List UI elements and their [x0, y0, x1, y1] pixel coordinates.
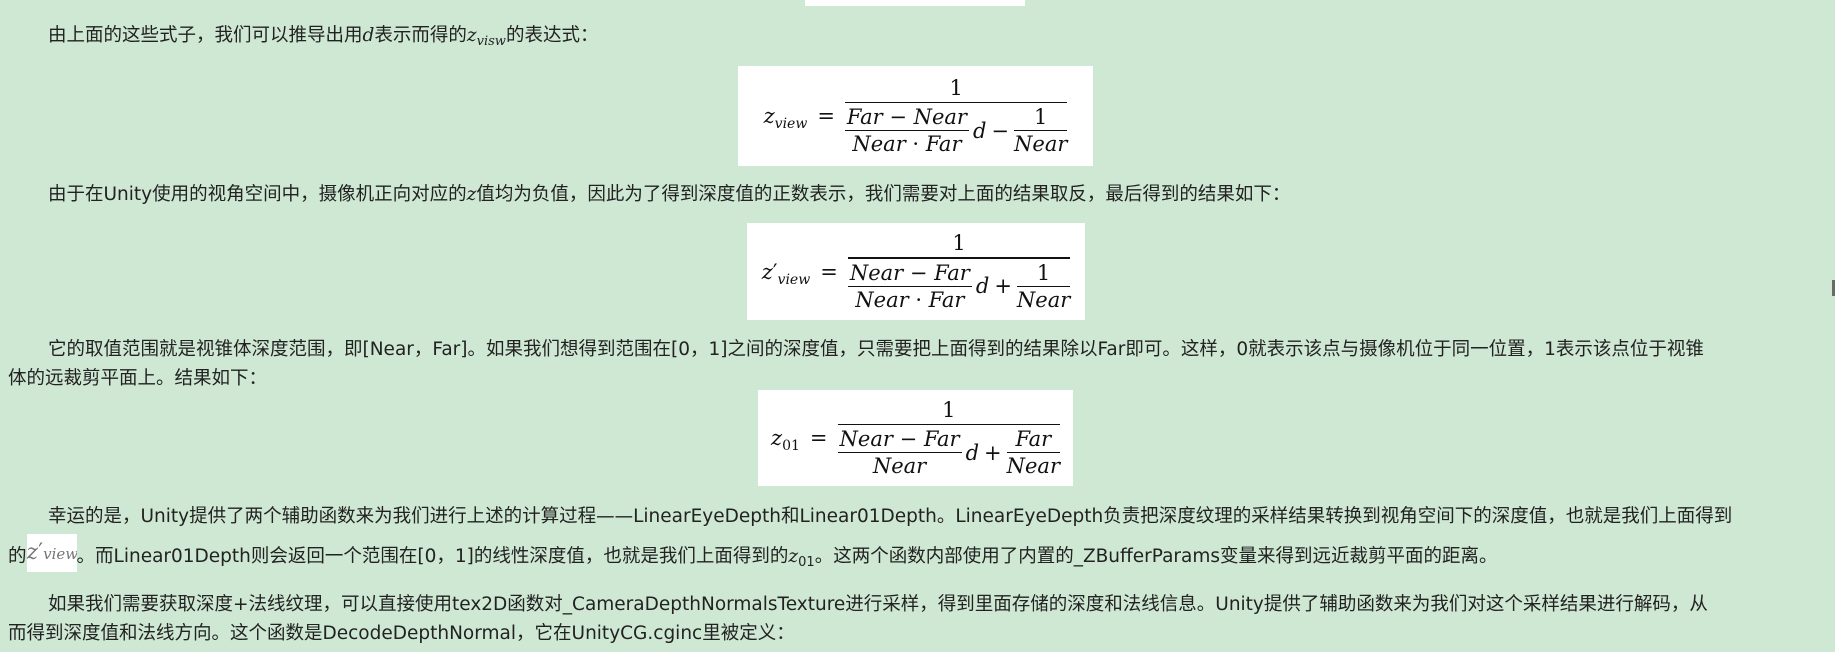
paragraph-helper-functions: 幸运的是，Unity提供了两个辅助函数来为我们进行上述的计算过程——Linear…	[8, 506, 1733, 572]
paragraph-derive-intro: 由上面的这些式子，我们可以推导出用d表示而得的zvisw的表达式：	[48, 25, 599, 49]
inline-z-view-image: z′view	[26, 534, 77, 572]
page-top-edge	[805, 0, 1025, 6]
scroll-edge-mark	[1832, 280, 1835, 296]
paragraph-negate-result: 由于在Unity使用的视角空间中，摄像机正向对应的z值均为负值，因此为了得到深度…	[48, 184, 1291, 205]
paragraph-depth-normals: 如果我们需要获取深度+法线纹理，可以直接使用tex2D函数对_CameraDep…	[8, 594, 1708, 644]
paragraph-range-normalize: 它的取值范围就是视锥体深度范围，即[Near，Far]。如果我们想得到范围在[0…	[8, 339, 1704, 389]
formula-lhs: zview	[763, 104, 808, 132]
